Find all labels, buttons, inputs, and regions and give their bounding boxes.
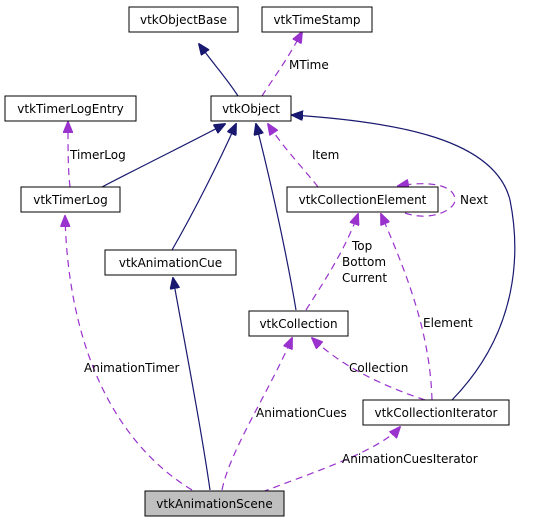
node-vtkanimationscene[interactable]: vtkAnimationScene [144, 490, 285, 517]
node-vtkanimationcue-label: vtkAnimationCue [119, 256, 222, 270]
edge-labels: MTime TimerLog Item Next Top Bottom Curr… [69, 58, 488, 466]
label-collection: Collection [349, 361, 408, 375]
label-timerlog: TimerLog [69, 148, 126, 162]
node-vtkobject[interactable]: vtkObject [210, 95, 292, 122]
edge-vtkcollectioniterator-to-vtkobject [292, 115, 516, 401]
node-vtktimerlogentry[interactable]: vtkTimerLogEntry [4, 95, 137, 122]
edge-top-bottom-current [305, 214, 358, 311]
label-animation-timer: AnimationTimer [84, 361, 180, 375]
node-vtktimerlog-label: vtkTimerLog [33, 193, 108, 207]
usage-edges [65, 32, 456, 493]
label-top: Top [351, 239, 372, 253]
node-vtktimestamp-label: vtkTimeStamp [273, 13, 360, 27]
edge-vtkanimationcue-to-vtkobject [171, 124, 236, 251]
label-animation-cues-iterator: AnimationCuesIterator [342, 452, 478, 466]
node-vtkcollectionelement-label: vtkCollectionElement [299, 193, 427, 207]
label-mtime: MTime [289, 58, 329, 72]
node-vtkcollectioniterator-label: vtkCollectionIterator [374, 406, 497, 420]
node-vtkobjectbase[interactable]: vtkObjectBase [128, 6, 239, 33]
node-vtktimerlogentry-label: vtkTimerLogEntry [17, 102, 123, 116]
edge-animation-cues [221, 338, 292, 491]
label-bottom: Bottom [342, 255, 386, 269]
edge-element [381, 214, 433, 401]
edge-animation-timer [65, 216, 193, 491]
label-next: Next [460, 193, 488, 207]
node-vtkanimationcue[interactable]: vtkAnimationCue [104, 249, 237, 276]
edge-vtkanimationscene-to-vtkanimationcue [173, 278, 211, 491]
edge-vtktimerlog-to-vtkobject [101, 124, 225, 188]
nodes: vtkObjectBase vtkTimeStamp vtkObject vtk… [4, 6, 510, 517]
node-vtkcollection[interactable]: vtkCollection [248, 310, 349, 337]
node-vtkobject-label: vtkObject [222, 102, 280, 116]
edge-mtime [261, 32, 302, 97]
edge-timerlog [68, 122, 70, 188]
label-animation-cues: AnimationCues [256, 406, 347, 420]
node-vtktimestamp[interactable]: vtkTimeStamp [261, 6, 373, 33]
edge-animation-cues-iterator [261, 427, 400, 493]
node-vtkcollection-label: vtkCollection [259, 317, 337, 331]
edge-item [268, 124, 319, 188]
node-vtkcollectioniterator[interactable]: vtkCollectionIterator [362, 399, 510, 426]
label-item: Item [312, 148, 339, 162]
edge-vtkobject-to-vtkobjectbase [199, 44, 239, 97]
label-element: Element [423, 316, 473, 330]
node-vtkobjectbase-label: vtkObjectBase [140, 13, 227, 27]
inheritance-edges [101, 44, 516, 491]
node-vtkcollectionelement[interactable]: vtkCollectionElement [286, 186, 439, 213]
label-current: Current [342, 271, 387, 285]
node-vtkanimationscene-label: vtkAnimationScene [156, 497, 273, 511]
edge-collection [312, 338, 426, 401]
edge-vtkcollection-to-vtkobject [256, 124, 297, 311]
node-vtktimerlog[interactable]: vtkTimerLog [20, 186, 121, 213]
